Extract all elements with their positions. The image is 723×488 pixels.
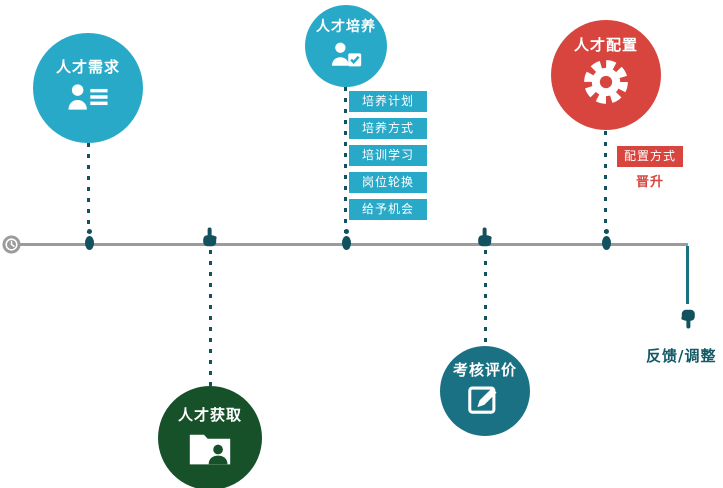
node-title: 人才培养 — [316, 19, 376, 35]
connector-allocate — [604, 131, 607, 233]
timeline-axis — [16, 243, 688, 246]
develop-item-list: 培养计划 培养方式 培训学习 岗位轮换 给予机会 — [349, 91, 427, 226]
clock-icon — [2, 235, 21, 254]
develop-item: 岗位轮换 — [349, 172, 427, 193]
connector-evaluate — [484, 250, 487, 346]
hand-down-icon — [679, 308, 698, 329]
node-title: 人才配置 — [573, 36, 638, 54]
feedback-label: 反馈/调整 — [646, 347, 717, 365]
pencil-paper-icon — [467, 383, 503, 420]
node-talent-allocate: 人才配置 — [551, 20, 661, 130]
pin-oval-icon — [341, 229, 351, 250]
person-list-icon — [65, 82, 111, 116]
hand-up-icon — [200, 227, 219, 248]
pin-oval-icon — [84, 229, 94, 250]
gear-icon — [580, 56, 632, 112]
develop-item: 给予机会 — [349, 199, 427, 220]
allocate-note: 晋升 — [635, 175, 664, 190]
node-talent-acquire: 人才获取 — [158, 386, 262, 488]
node-title: 人才需求 — [55, 58, 120, 76]
connector-demand — [87, 143, 90, 233]
develop-item: 培养方式 — [349, 118, 427, 139]
node-talent-develop: 人才培养 — [305, 5, 387, 87]
node-title: 人才获取 — [177, 405, 242, 424]
node-title: 考核评价 — [452, 360, 517, 379]
folder-person-icon — [187, 430, 233, 469]
connector-acquire — [209, 250, 212, 386]
develop-item: 培养计划 — [349, 91, 427, 112]
person-check-icon — [328, 41, 364, 72]
node-talent-evaluate: 考核评价 — [440, 346, 530, 436]
node-talent-demand: 人才需求 — [33, 33, 143, 143]
allocate-tag: 配置方式 — [617, 146, 683, 167]
develop-item: 培训学习 — [349, 145, 427, 166]
connector-feedback — [686, 246, 689, 304]
hand-up-icon — [475, 227, 494, 248]
connector-develop — [344, 87, 347, 233]
pin-oval-icon — [601, 229, 611, 250]
